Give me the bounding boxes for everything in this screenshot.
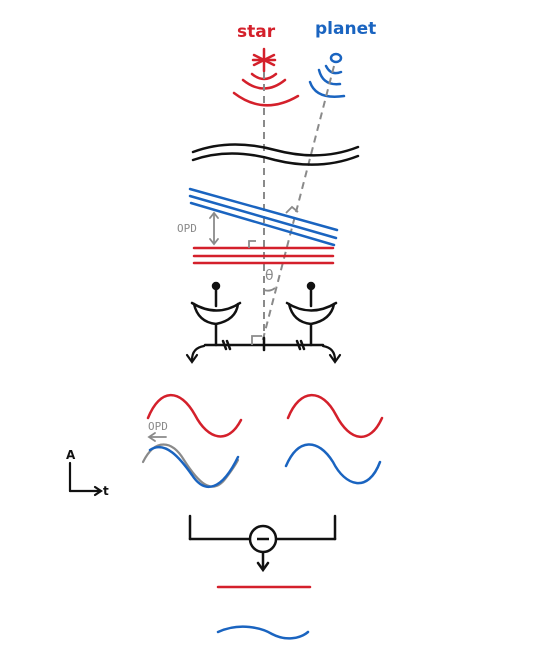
amplitude-time-axes [68, 461, 103, 497]
planet-label: planet [315, 19, 376, 39]
star-icon [251, 47, 277, 73]
star-label: star [237, 22, 276, 42]
line-of-sight-planet [261, 65, 335, 344]
theta-label: θ [265, 268, 274, 284]
right-angle-marker-planet [285, 205, 299, 214]
minus-icon [248, 524, 278, 554]
subtraction-combiner [188, 514, 337, 573]
telescope-right [285, 281, 338, 347]
output-arrow-left [185, 344, 206, 364]
planet-wave-left [148, 446, 240, 488]
star-wave-left [146, 393, 243, 438]
baseline [203, 336, 325, 352]
theta-arc [263, 287, 276, 292]
axis-label-a: A [66, 448, 76, 462]
atmosphere-lines [191, 143, 360, 166]
star-wavefronts-flat [192, 246, 335, 265]
planet-wave-right [284, 443, 382, 485]
star-wave-right [286, 393, 384, 438]
opd-arrow-lower [147, 432, 167, 442]
opd-arrow-upper [209, 211, 219, 246]
opd-label-lower: OPD [148, 420, 168, 433]
axis-label-t: t [103, 484, 109, 498]
output-arrow-right [321, 344, 342, 364]
planet-icon [329, 52, 343, 64]
planet-wavefronts-tilted [188, 187, 339, 247]
telescope-left [190, 281, 242, 347]
right-angle-marker-star [248, 240, 256, 248]
planet-output-wave [216, 625, 310, 640]
right-angle-marker-baseline [251, 335, 262, 345]
opd-label-upper: OPD [177, 222, 197, 235]
star-wavefronts [232, 72, 300, 107]
